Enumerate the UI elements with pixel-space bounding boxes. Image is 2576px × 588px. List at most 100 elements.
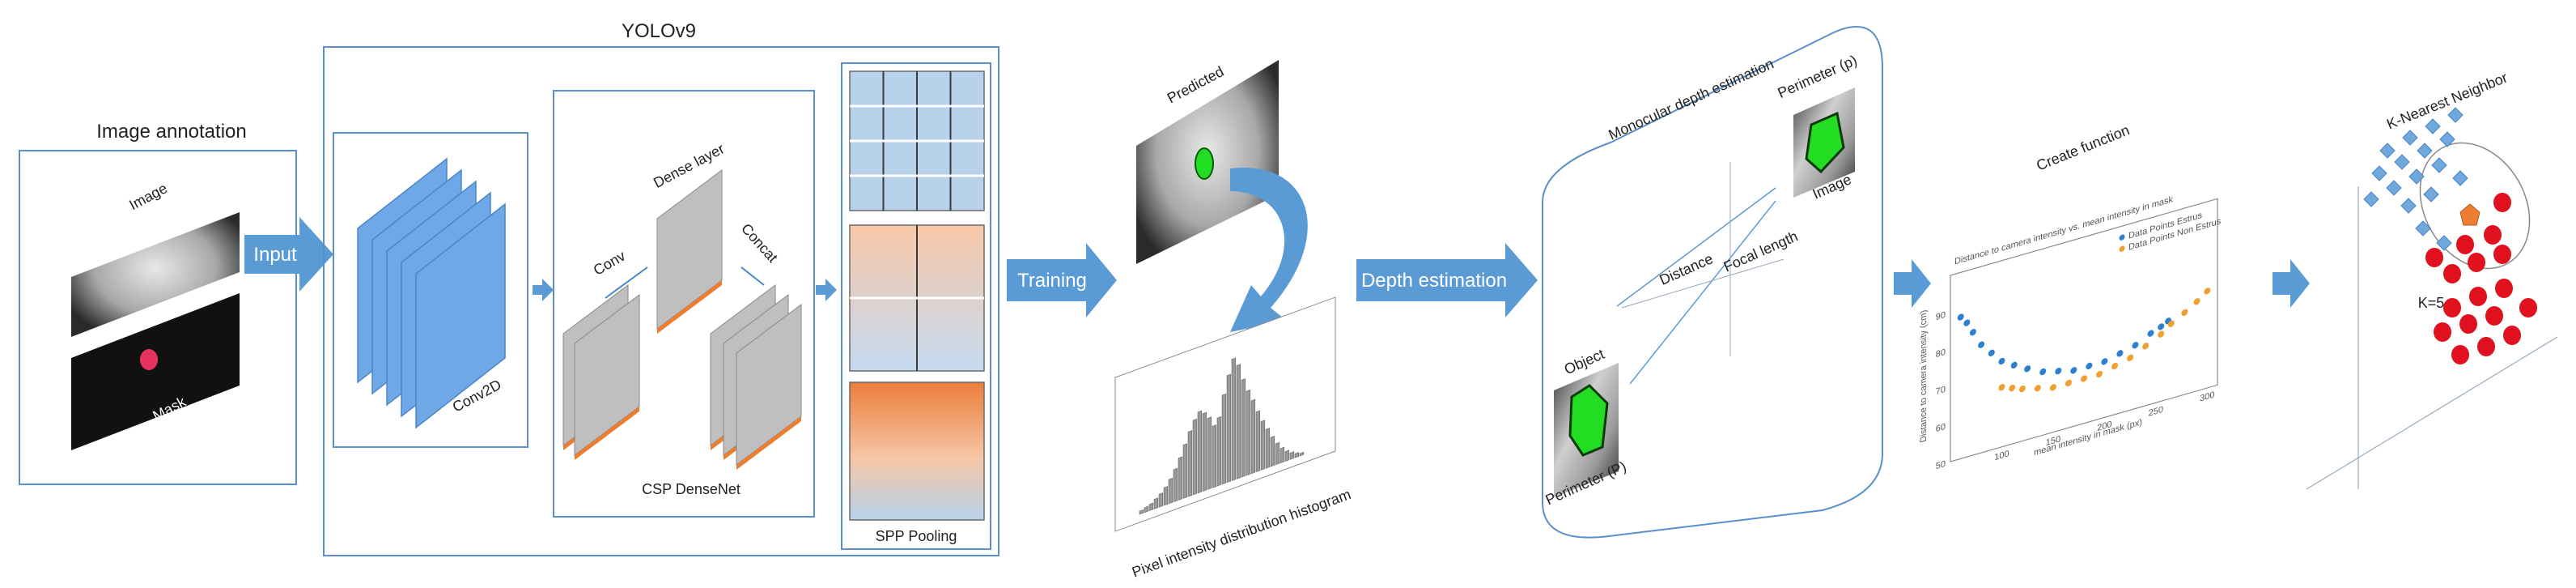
knn-query-point bbox=[2459, 203, 2481, 226]
non-estrus-point bbox=[2142, 343, 2149, 350]
spp-grid-4x4 bbox=[849, 70, 985, 211]
estrus-point bbox=[2024, 365, 2031, 373]
histogram-bar bbox=[1139, 509, 1144, 515]
estrus-point bbox=[1988, 349, 1995, 357]
chart-plot-area bbox=[1950, 198, 2218, 462]
histogram-bar bbox=[1250, 398, 1256, 475]
histogram-bar bbox=[1226, 373, 1232, 484]
y-tick-label: 60 bbox=[1936, 422, 1946, 434]
non-estrus-point bbox=[2181, 309, 2188, 316]
legend-marker-non-estrus bbox=[2119, 245, 2125, 252]
knn-red-point bbox=[2503, 326, 2521, 345]
estrus-point bbox=[2147, 330, 2154, 337]
non-estrus-point bbox=[2167, 320, 2175, 327]
non-estrus-point bbox=[1998, 384, 2005, 391]
depth-arrow-label: Depth estimation bbox=[1361, 270, 1507, 292]
arrow-to-knn bbox=[2273, 259, 2310, 308]
estrus-point bbox=[2086, 362, 2093, 370]
histogram-bar bbox=[1246, 389, 1251, 476]
histogram-bar bbox=[1202, 411, 1207, 492]
annotation-title: Image annotation bbox=[96, 121, 246, 143]
histogram-bar bbox=[1299, 451, 1305, 457]
knn-blue-point bbox=[2417, 143, 2433, 159]
histogram-bar bbox=[1163, 486, 1169, 506]
estrus-point bbox=[1998, 357, 2005, 365]
knn-section: K-Nearest Neighbor K=5 bbox=[2306, 69, 2558, 490]
cow-image bbox=[71, 212, 240, 337]
knn-red-point bbox=[2495, 279, 2513, 298]
small-arrow-1 bbox=[533, 279, 554, 301]
csp-title: CSP DenseNet bbox=[642, 481, 741, 497]
image-region bbox=[1805, 111, 1845, 174]
estrus-point bbox=[2039, 368, 2047, 376]
function-section: Create function Distance to camera inten… bbox=[1919, 121, 2221, 471]
estrus-point bbox=[2158, 323, 2165, 330]
histogram-bar bbox=[1231, 357, 1237, 481]
y-tick-label: 50 bbox=[1936, 459, 1946, 471]
knn-blue-point bbox=[2363, 191, 2379, 207]
x-tick-label: 300 bbox=[2200, 390, 2214, 404]
training-arrow-label: Training bbox=[1017, 270, 1087, 292]
depth-arrow: Depth estimation bbox=[1356, 243, 1538, 317]
histogram-bar bbox=[1187, 430, 1193, 497]
non-estrus-point bbox=[2158, 330, 2165, 338]
histogram-bar bbox=[1260, 420, 1266, 471]
non-estrus-point bbox=[2034, 385, 2041, 392]
concat-stack bbox=[710, 284, 802, 470]
histogram-bar bbox=[1192, 418, 1198, 496]
non-estrus-point bbox=[2127, 354, 2134, 362]
x-tick-label: 250 bbox=[2149, 405, 2163, 419]
knn-blue-point bbox=[2447, 107, 2464, 123]
estrus-point bbox=[1969, 329, 1976, 336]
knn-blue-point bbox=[2379, 143, 2396, 159]
knn-axis-x bbox=[2306, 336, 2558, 490]
depth-frame bbox=[1542, 25, 1883, 539]
geometry-line-2 bbox=[1629, 200, 1776, 385]
non-estrus-point bbox=[2193, 298, 2200, 305]
focal-label: Focal length bbox=[1721, 228, 1801, 275]
input-arrow-label: Input bbox=[253, 244, 297, 266]
non-estrus-point bbox=[2096, 370, 2103, 378]
histogram-bar bbox=[1168, 477, 1173, 505]
histogram-bar bbox=[1216, 416, 1222, 487]
estrus-point bbox=[2116, 350, 2124, 357]
geometry-line-1 bbox=[1616, 187, 1776, 307]
predicted-region bbox=[1195, 147, 1214, 180]
annotation-frame bbox=[19, 150, 297, 485]
input-arrow: Input bbox=[244, 217, 333, 292]
knn-blue-point bbox=[2431, 157, 2447, 173]
histogram-bar bbox=[1275, 441, 1280, 466]
non-estrus-point bbox=[2018, 385, 2026, 393]
knn-red-point bbox=[2469, 287, 2487, 306]
knn-red-point bbox=[2493, 193, 2511, 212]
x-tick-label: 200 bbox=[2097, 420, 2111, 433]
legend-marker-estrus bbox=[2119, 234, 2125, 241]
mask-image bbox=[71, 293, 240, 450]
histogram-bar bbox=[1255, 410, 1261, 473]
conv-stack bbox=[562, 284, 640, 460]
yolo-title: YOLOv9 bbox=[622, 20, 696, 42]
estrus-point bbox=[2132, 342, 2139, 349]
histogram-bar bbox=[1280, 446, 1285, 464]
knn-red-point bbox=[2443, 298, 2461, 317]
knn-red-point bbox=[2451, 345, 2469, 364]
prediction-section: Predicted Pixel intensity distribution h… bbox=[1114, 60, 1353, 581]
non-estrus-point bbox=[2009, 385, 2016, 392]
knn-blue-point bbox=[2371, 165, 2387, 181]
knn-red-point bbox=[2434, 322, 2451, 342]
knn-red-point bbox=[2459, 314, 2477, 334]
non-estrus-point bbox=[2204, 288, 2211, 295]
knn-class-red bbox=[2425, 193, 2537, 364]
y-tick-label: 80 bbox=[1936, 347, 1946, 360]
histogram-bar bbox=[1270, 436, 1275, 467]
knn-blue-point bbox=[2436, 235, 2452, 251]
knn-blue-point bbox=[2439, 131, 2455, 147]
histogram bbox=[1114, 296, 1336, 532]
knn-red-point bbox=[2456, 235, 2474, 254]
knn-k-label: K=5 bbox=[2418, 295, 2445, 311]
knn-red-point bbox=[2477, 337, 2495, 356]
knn-blue-point bbox=[2402, 130, 2418, 146]
x-tick-label: 150 bbox=[2046, 434, 2060, 448]
knn-red-point bbox=[2468, 253, 2485, 272]
knn-blue-point bbox=[2400, 198, 2417, 214]
